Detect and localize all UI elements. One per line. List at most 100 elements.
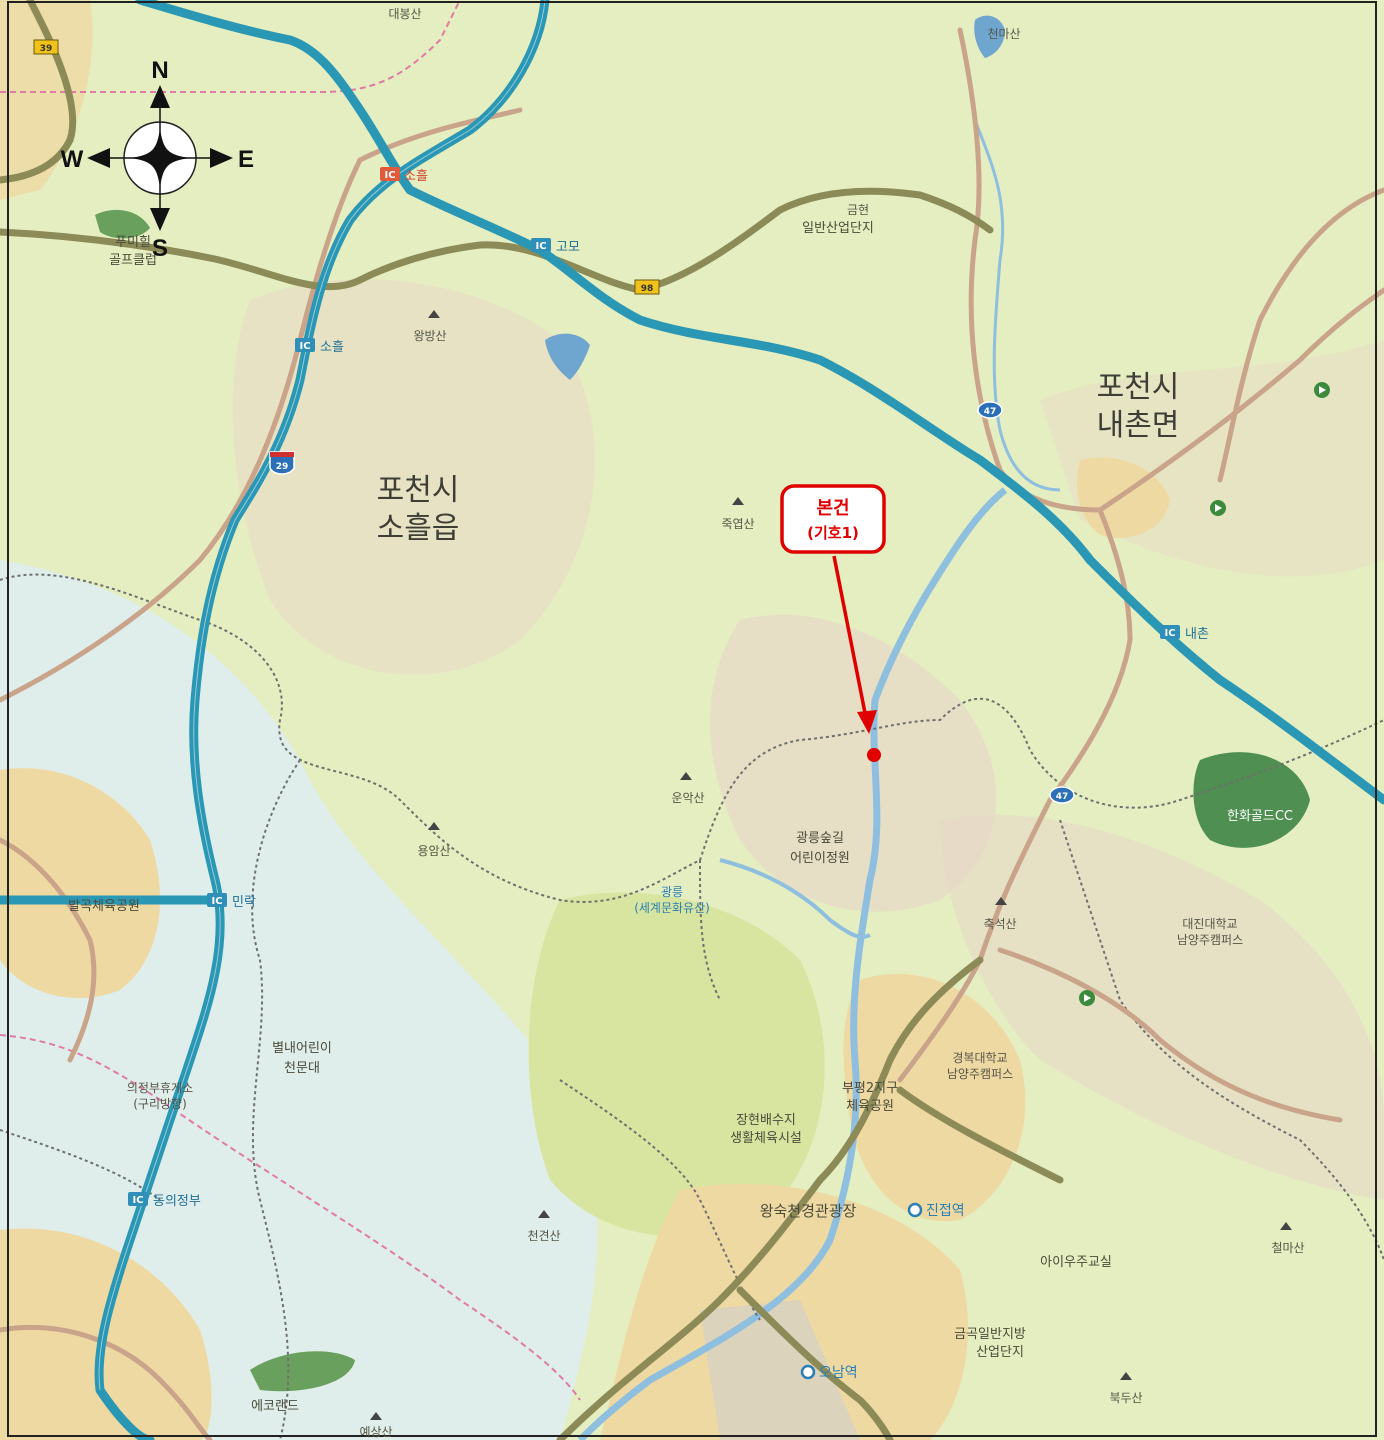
- interchange-name: 고모: [556, 240, 580, 255]
- map-frame: [7, 1, 1377, 1437]
- place-label: 남양주캠퍼스: [947, 1067, 1013, 1081]
- place-label: 광릉숲길: [796, 831, 844, 846]
- compass-south-label: S: [152, 235, 168, 262]
- terrain-highland: [710, 614, 997, 912]
- place-label: 광릉: [661, 885, 683, 899]
- compass-arrow-south: [150, 208, 170, 231]
- interchange-marker[interactable]: IC 소흘: [380, 167, 428, 184]
- svg-text:29: 29: [276, 462, 289, 472]
- place-label: 체육공원: [846, 1099, 894, 1114]
- place-label: 천문대: [284, 1061, 320, 1076]
- callout-box: [780, 484, 886, 554]
- place-label: 아이우주교실: [1040, 1255, 1112, 1270]
- place-label: 별내어린이: [272, 1041, 332, 1056]
- callout-arrowhead-icon: [857, 710, 877, 734]
- terrain-highland: [232, 279, 595, 675]
- mountain-icon: [428, 310, 440, 318]
- mountain-icon: [995, 897, 1007, 905]
- interchange-name: 동의정부: [153, 1194, 201, 1209]
- mountain-icon: [1280, 1222, 1292, 1230]
- interchange-name: 내촌: [1185, 627, 1209, 642]
- mountain-label: 운악산: [671, 791, 704, 805]
- subject-callout[interactable]: 본건 (기호1): [780, 484, 886, 762]
- compass-star-icon: [130, 128, 190, 188]
- mountain-label: 천마산: [987, 26, 1020, 41]
- callout-title: 본건: [816, 498, 849, 519]
- golf-course-area: [1193, 752, 1310, 848]
- place-label: 금현: [847, 203, 869, 217]
- station-name: 오남역: [819, 1365, 858, 1381]
- place-label: 부평2지구: [842, 1081, 898, 1096]
- place-label: (세계문화유산): [634, 901, 710, 915]
- mountain-label: 북두산: [1109, 1391, 1142, 1405]
- route-shield: 39: [33, 39, 59, 55]
- place-label: 일반산업단지: [802, 221, 874, 236]
- route-shield: 47: [1049, 786, 1075, 804]
- svg-text:47: 47: [1056, 792, 1069, 802]
- station-marker[interactable]: 오남역: [800, 1364, 858, 1381]
- place-label: 산업단지: [976, 1345, 1024, 1360]
- interchange-name: 소흘: [320, 340, 344, 355]
- callout-pointer: [832, 555, 868, 719]
- reservoir-north: [974, 15, 1005, 58]
- mountain-icon: [680, 772, 692, 780]
- place-label: 발곡체육공원: [68, 899, 140, 914]
- national-roads: [0, 0, 1064, 1440]
- svg-text:IC: IC: [535, 241, 546, 252]
- interchange-marker[interactable]: IC 소흘: [295, 338, 344, 355]
- mountain-label: 예상산: [359, 1425, 392, 1439]
- mountain-icon: [538, 1210, 550, 1218]
- svg-text:47: 47: [984, 407, 997, 417]
- place-label: 대진대학교: [1182, 917, 1237, 931]
- urban-north: [0, 0, 93, 200]
- route-shield: 98: [634, 279, 660, 295]
- region-label: 내촌면: [1097, 408, 1180, 443]
- place-label: 한화골드CC: [1227, 809, 1293, 824]
- mountain-label: 축석산: [983, 917, 1016, 931]
- mountain-icon: [732, 497, 744, 505]
- stream-north: [973, 119, 1061, 492]
- svg-text:39: 39: [40, 44, 53, 54]
- wangsuk-stream: [577, 487, 1008, 1440]
- callout-subtitle: (기호1): [807, 524, 859, 542]
- place-label: 의정부휴게소: [127, 1081, 193, 1095]
- site-marker-icon: [867, 748, 881, 762]
- place-label: 왕숙천경관광장: [760, 1202, 857, 1220]
- station-icon: [800, 1364, 816, 1380]
- place-label: 에코랜드: [251, 1399, 299, 1414]
- province-boundary: [0, 0, 581, 1401]
- mountain-icon: [428, 822, 440, 830]
- interchange-marker[interactable]: IC 동의정부: [128, 1192, 201, 1209]
- station-name: 진접역: [926, 1203, 965, 1219]
- poi-icons: [1079, 382, 1330, 1006]
- urban-west: [0, 768, 160, 999]
- reservoir: [545, 333, 590, 380]
- place-label: 푸미힐: [115, 235, 151, 250]
- place-label: 금곡일반지방: [954, 1327, 1026, 1342]
- compass-arrow-west: [87, 148, 110, 168]
- mountain-icon: [370, 1412, 382, 1420]
- interchange-marker[interactable]: IC 민락: [207, 893, 256, 910]
- interchange-name: 민락: [232, 895, 256, 910]
- compass-arrow-east: [210, 148, 233, 168]
- station-marker[interactable]: 진접역: [907, 1202, 965, 1219]
- mountain-icons: [370, 310, 1292, 1420]
- place-label: (구리방향): [133, 1097, 187, 1111]
- svg-text:IC: IC: [132, 1195, 143, 1206]
- place-label: 남양주캠퍼스: [1177, 933, 1243, 947]
- interchange-marker[interactable]: IC 고모: [531, 238, 580, 255]
- mountain-label: 대봉산: [388, 7, 421, 21]
- svg-text:98: 98: [641, 284, 654, 294]
- station-icon: [907, 1202, 923, 1218]
- mountain-label: 죽엽산: [721, 517, 754, 531]
- mountain-label: 철마산: [1271, 1241, 1304, 1255]
- interchange-name: 소흘: [404, 169, 428, 184]
- terrain-valley: [0, 560, 598, 1440]
- interchange-marker[interactable]: IC 내촌: [1160, 625, 1209, 642]
- place-label: 장현배수지: [736, 1113, 796, 1128]
- region-label: 포천시: [1097, 370, 1180, 405]
- svg-text:IC: IC: [384, 170, 395, 181]
- mountain-label: 왕방산: [413, 329, 446, 343]
